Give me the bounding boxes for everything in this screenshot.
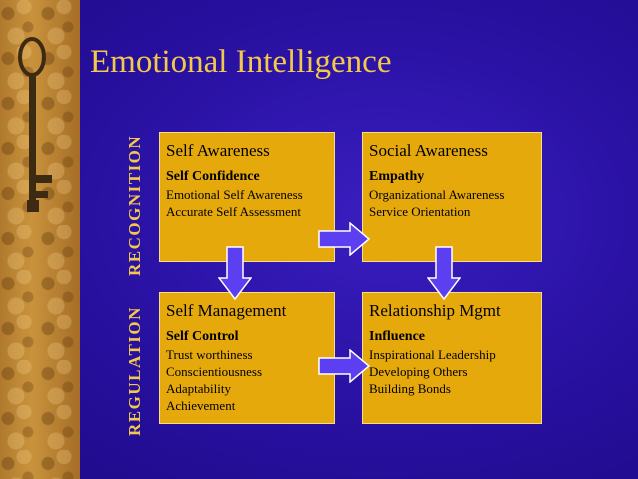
box-item: Service Orientation: [369, 204, 471, 219]
box-heading: Relationship Mgmt: [369, 301, 501, 320]
box-heading: Self Management: [166, 301, 287, 320]
row-label-recognition: RECOGNITION: [125, 134, 144, 276]
box-item: Building Bonds: [369, 381, 451, 396]
self-management-box: Self Management Self Control Trust worth…: [159, 292, 335, 424]
box-item: Conscientiousness: [166, 364, 263, 379]
box-heading: Self Awareness: [166, 141, 270, 160]
row-label-regulation: REGULATION: [125, 306, 144, 436]
box-item: Accurate Self Assessment: [166, 204, 302, 219]
arrow-right-icon: [318, 222, 370, 256]
box-item: Achievement: [166, 398, 236, 413]
box-item: Inspirational Leadership: [369, 347, 496, 362]
box-key-skill: Empathy: [369, 169, 425, 184]
decorative-texture-strip: [0, 0, 80, 479]
arrow-down-icon: [218, 246, 252, 300]
key-icon: [18, 37, 52, 212]
box-item: Organizational Awareness: [369, 187, 505, 202]
relationship-mgmt-box: Relationship Mgmt Influence Inspirationa…: [362, 292, 542, 424]
box-key-skill: Self Control: [166, 329, 239, 344]
arrow-right-icon: [318, 349, 370, 383]
box-item: Emotional Self Awareness: [166, 187, 303, 202]
social-awareness-box: Social Awareness Empathy Organizational …: [362, 132, 542, 262]
page-title: Emotional Intelligence: [90, 44, 392, 80]
box-item: Adaptability: [166, 381, 231, 396]
box-key-skill: Self Confidence: [166, 169, 260, 184]
box-item: Trust worthiness: [166, 347, 253, 362]
self-awareness-box: Self Awareness Self Confidence Emotional…: [159, 132, 335, 262]
box-heading: Social Awareness: [369, 141, 488, 160]
box-key-skill: Influence: [369, 329, 425, 344]
arrow-down-icon: [427, 246, 461, 300]
box-item: Developing Others: [369, 364, 468, 379]
